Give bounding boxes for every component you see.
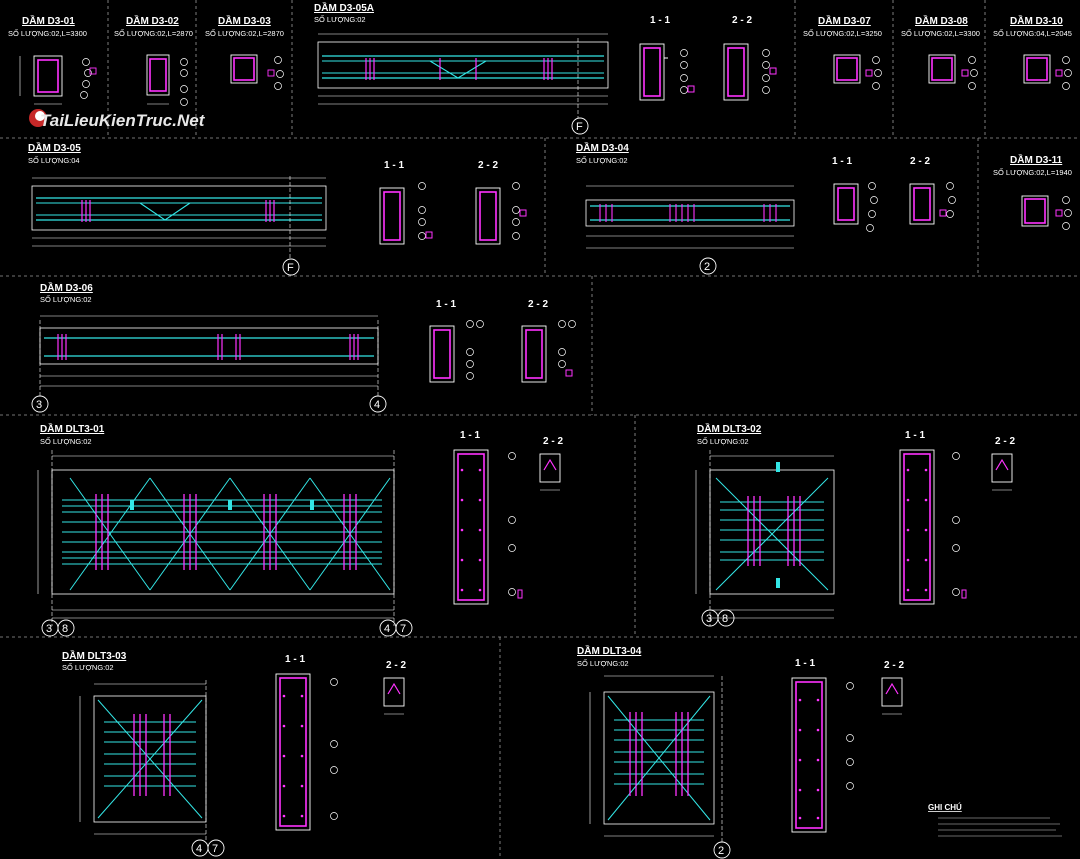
elevation-d3-06: [31, 315, 387, 413]
section-d3-01: [19, 55, 97, 105]
subtitle-d3-06: SỐ LƯỢNG:02: [40, 294, 92, 304]
elevation-dlt3-02: [695, 450, 835, 627]
title-d3-04: DẦM D3-04: [576, 141, 629, 154]
elevation-dlt3-04: [589, 675, 731, 859]
subtitle-d3-05: SỐ LƯỢNG:04: [28, 155, 80, 165]
section-1-1-label: 1 - 1: [384, 160, 404, 171]
axis-bubble-4: 4: [384, 623, 390, 635]
title-d3-07: DẦM D3-07: [818, 14, 871, 27]
frame-titles: DẦM D3-01 SỐ LƯỢNG:02,L=3300 DẦM D3-02 S…: [8, 1, 1072, 672]
elevation-dlt3-01: [37, 450, 413, 637]
section-1-1-label: 1 - 1: [650, 15, 670, 26]
subtitle-d3-10: SỐ LƯỢNG:04,L=2045: [993, 28, 1072, 38]
section-2-2-label: 2 - 2: [528, 299, 548, 310]
subtitle-dlt3-03: SỐ LƯỢNG:02: [62, 662, 114, 672]
elevation-d3-05a: [317, 33, 609, 135]
section-d3-05-1-1: [379, 182, 433, 245]
section-2-2-label: 2 - 2: [910, 156, 930, 167]
title-d3-05a: DẦM D3-05A: [314, 1, 374, 14]
section-d3-11: [1021, 195, 1072, 230]
subtitle-d3-04: SỐ LƯỢNG:02: [576, 155, 628, 165]
section-d3-05a-1-1: [639, 43, 695, 101]
axis-bubble-f: F: [576, 121, 583, 133]
axis-bubble-2: 2: [704, 261, 710, 273]
title-d3-01: DẦM D3-01: [22, 14, 75, 27]
section-dlt3-01-1-1: [453, 449, 523, 605]
subtitle-d3-01: SỐ LƯỢNG:02,L=3300: [8, 28, 87, 38]
section-d3-06-2-2: [521, 320, 576, 383]
section-1-1-label: 1 - 1: [832, 156, 852, 167]
axis-bubble-3: 3: [706, 613, 712, 625]
section-d3-03: [230, 54, 284, 90]
section-d3-08: [928, 54, 978, 90]
section-1-1-label: 1 - 1: [285, 654, 305, 665]
section-dlt3-03-2-2: [383, 677, 405, 715]
subtitle-d3-11: SỐ LƯỢNG:02,L=1940: [993, 167, 1072, 177]
elevation-d3-04: [585, 185, 795, 275]
subtitle-d3-02: SỐ LƯỢNG:02,L=2870: [114, 28, 193, 38]
section-labels: 1 - 1 2 - 2 1 - 1 2 - 2 1 - 1 2 - 2 1 - …: [285, 15, 1015, 671]
section-d3-05-2-2: [475, 182, 527, 245]
elevation-dlt3-03: [79, 680, 225, 857]
section-2-2-label: 2 - 2: [884, 660, 904, 671]
axis-bubble-8: 8: [722, 613, 728, 625]
subtitle-d3-05a: SỐ LƯỢNG:02: [314, 14, 366, 24]
section-1-1-label: 1 - 1: [795, 658, 815, 669]
title-d3-02: DẦM D3-02: [126, 14, 179, 27]
section-d3-06-1-1: [429, 320, 484, 383]
notes-block: GHI CHÚ: [928, 803, 1062, 837]
section-2-2-label: 2 - 2: [995, 436, 1015, 447]
title-d3-10: DẦM D3-10: [1010, 14, 1063, 27]
axis-bubble-4: 4: [196, 843, 202, 855]
elevation-d3-05: [31, 176, 327, 276]
title-dlt3-04: DẦM DLT3-04: [577, 644, 642, 657]
section-dlt3-02-1-1: [899, 449, 967, 605]
title-d3-06: DẦM D3-06: [40, 281, 93, 294]
subtitle-d3-03: SỐ LƯỢNG:02,L=2870: [205, 28, 284, 38]
subtitle-dlt3-04: SỐ LƯỢNG:02: [577, 658, 629, 668]
section-dlt3-02-2-2: [991, 453, 1013, 491]
axis-bubble-3: 3: [36, 399, 42, 411]
section-2-2-label: 2 - 2: [386, 660, 406, 671]
title-d3-08: DẦM D3-08: [915, 14, 968, 27]
section-2-2-label: 2 - 2: [478, 160, 498, 171]
axis-bubble-8: 8: [62, 623, 68, 635]
section-d3-04-2-2: [909, 182, 956, 225]
section-dlt3-01-2-2: [539, 453, 561, 491]
axis-bubble-3: 3: [46, 623, 52, 635]
section-2-2-label: 2 - 2: [543, 436, 563, 447]
title-dlt3-01: DẦM DLT3-01: [40, 422, 105, 435]
section-d3-10: [1023, 54, 1072, 90]
section-dlt3-03-1-1: [275, 673, 338, 831]
section-dlt3-04-1-1: [791, 677, 854, 833]
subtitle-d3-07: SỐ LƯỢNG:02,L=3250: [803, 28, 882, 38]
section-d3-07: [833, 54, 882, 90]
notes-title: GHI CHÚ: [928, 803, 962, 812]
subtitle-dlt3-02: SỐ LƯỢNG:02: [697, 436, 749, 446]
title-d3-03: DẦM D3-03: [218, 14, 271, 27]
section-d3-04-1-1: [833, 182, 878, 232]
title-d3-11: DẦM D3-11: [1010, 153, 1063, 166]
axis-bubble-f: F: [287, 262, 294, 274]
watermark: TaiLieuKienTruc.Net: [29, 109, 206, 130]
subtitle-dlt3-01: SỐ LƯỢNG:02: [40, 436, 92, 446]
axis-bubble-7: 7: [400, 623, 406, 635]
title-d3-05: DẦM D3-05: [28, 141, 81, 154]
section-d3-02: [146, 54, 188, 106]
axis-bubble-4: 4: [374, 399, 380, 411]
section-1-1-label: 1 - 1: [436, 299, 456, 310]
section-2-2-label: 2 - 2: [732, 15, 752, 26]
subtitle-d3-08: SỐ LƯỢNG:02,L=3300: [901, 28, 980, 38]
title-dlt3-03: DẦM DLT3-03: [62, 649, 127, 662]
watermark-text: TaiLieuKienTruc.Net: [40, 111, 206, 130]
section-dlt3-04-2-2: [881, 677, 903, 715]
section-1-1-label: 1 - 1: [905, 430, 925, 441]
axis-bubble-2: 2: [718, 845, 724, 857]
section-1-1-label: 1 - 1: [460, 430, 480, 441]
section-d3-05a-2-2: [723, 43, 777, 101]
axis-bubble-7: 7: [212, 843, 218, 855]
title-dlt3-02: DẦM DLT3-02: [697, 422, 762, 435]
